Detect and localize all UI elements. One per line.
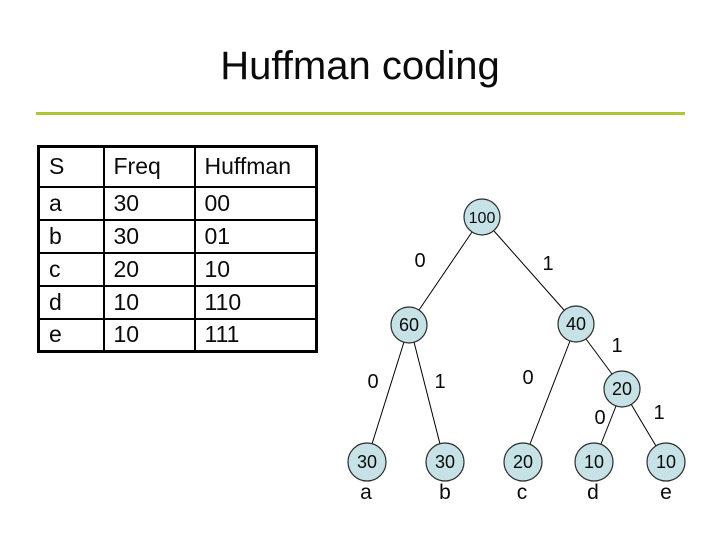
node-value: 10 xyxy=(584,452,604,472)
node-value: 20 xyxy=(513,452,533,472)
edge-label-left-a: 0 xyxy=(367,371,378,393)
tree-node-sub-20: 20 xyxy=(603,370,641,408)
node-circle xyxy=(463,198,501,236)
cell-symbol: a xyxy=(37,185,105,221)
edge-root-right xyxy=(493,230,565,311)
cell-freq: 20 xyxy=(102,251,196,287)
tree-node-right-40: 40 xyxy=(557,305,595,343)
cell-freq: 10 xyxy=(102,317,196,353)
page-title: Huffman coding xyxy=(220,44,500,88)
edge-sub-e xyxy=(630,403,657,447)
edge-label-root-right: 1 xyxy=(542,253,553,275)
edge-label-left-b: 1 xyxy=(434,371,445,393)
leaf-letter-c: c xyxy=(517,481,528,504)
node-circle xyxy=(425,442,465,482)
cell-symbol: d xyxy=(37,284,105,320)
cell-freq: 30 xyxy=(102,218,196,254)
edge-left-b xyxy=(413,341,441,445)
cell-freq: 10 xyxy=(102,284,196,320)
edge-label-right-sub: 1 xyxy=(611,335,622,357)
node-value: 30 xyxy=(435,452,455,472)
cell-freq: 30 xyxy=(102,185,196,221)
edge-label-sub-e: 1 xyxy=(653,402,664,424)
node-value: 40 xyxy=(566,314,586,334)
tree-leaf-c: 20 xyxy=(503,442,543,482)
cell-huffman: 00 xyxy=(193,185,318,221)
table-row: d 10 110 xyxy=(37,284,318,320)
table-header-row: S Freq Huffman xyxy=(37,145,318,188)
cell-huffman: 111 xyxy=(193,317,318,353)
tree-edge-labels: 0 1 0 1 0 1 0 1 xyxy=(367,250,664,429)
table-row: a 30 00 xyxy=(37,185,318,221)
node-circle xyxy=(503,442,543,482)
node-circle xyxy=(603,370,641,408)
edge-left-a xyxy=(371,341,405,445)
tree-node-root: 100 xyxy=(463,198,501,236)
leaf-letter-d: d xyxy=(587,481,599,504)
tree-node-left-60: 60 xyxy=(390,306,428,344)
node-circle xyxy=(557,305,595,343)
cell-huffman: 110 xyxy=(193,284,318,320)
cell-symbol: c xyxy=(37,251,105,287)
node-circle xyxy=(574,442,614,482)
leaf-letters: a b c d e xyxy=(360,481,672,504)
node-circle xyxy=(646,442,686,482)
cell-symbol: b xyxy=(37,218,105,254)
edge-label-sub-d: 0 xyxy=(594,407,605,429)
leaf-letter-e: e xyxy=(660,481,672,504)
edge-root-left xyxy=(418,231,473,311)
node-circle xyxy=(390,306,428,344)
node-value: 30 xyxy=(357,452,377,472)
header-freq: Freq xyxy=(102,145,196,188)
node-value: 100 xyxy=(469,210,496,227)
node-value: 20 xyxy=(612,379,632,399)
edge-right-c xyxy=(529,340,571,445)
edge-label-root-left: 0 xyxy=(414,250,425,272)
header-symbol: S xyxy=(37,145,105,188)
table-row: e 10 111 xyxy=(37,317,318,353)
node-circle xyxy=(347,442,387,482)
tree-leaf-d: 10 xyxy=(574,442,614,482)
leaf-letter-b: b xyxy=(439,481,451,504)
cell-huffman: 10 xyxy=(193,251,318,287)
edge-sub-d xyxy=(600,405,617,445)
leaf-letter-a: a xyxy=(360,481,372,504)
edge-right-sub xyxy=(585,338,613,375)
tree-leaf-b: 30 xyxy=(425,442,465,482)
title-divider-line xyxy=(36,112,685,115)
cell-huffman: 01 xyxy=(193,218,318,254)
tree-leaf-a: 30 xyxy=(347,442,387,482)
header-huffman: Huffman xyxy=(193,145,318,188)
node-value: 60 xyxy=(399,315,419,335)
frequency-table: S Freq Huffman a 30 00 b 30 01 c 20 10 xyxy=(37,145,318,353)
edge-label-right-c: 0 xyxy=(522,367,533,389)
cell-symbol: e xyxy=(37,317,105,353)
table-row: c 20 10 xyxy=(37,251,318,287)
tree-leaf-e: 10 xyxy=(646,442,686,482)
node-value: 10 xyxy=(656,452,676,472)
tree-edges xyxy=(371,230,657,447)
table-row: b 30 01 xyxy=(37,218,318,254)
